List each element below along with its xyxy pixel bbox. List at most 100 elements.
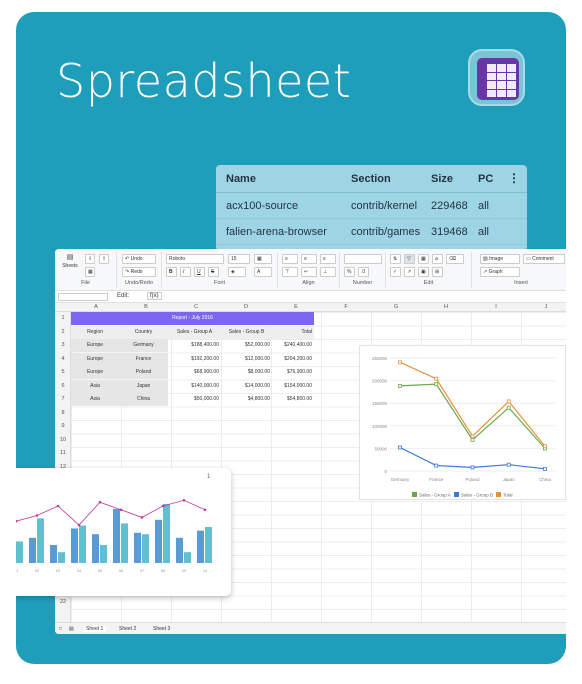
- formula-input[interactable]: [167, 293, 562, 301]
- row-header-12[interactable]: 12: [59, 463, 67, 470]
- table-cell[interactable]: $12,000.00: [244, 355, 270, 362]
- header-cell[interactable]: Sales - Group A: [168, 325, 221, 339]
- table-cell[interactable]: $14,000.00: [244, 382, 270, 389]
- report-title-cell[interactable]: Report - July 2016: [71, 312, 314, 325]
- table-cell[interactable]: $50,000.00: [193, 396, 219, 402]
- add-sheet-icon[interactable]: □: [59, 626, 63, 632]
- underline-button[interactable]: U: [194, 267, 205, 277]
- font-family-select[interactable]: Roboto: [166, 254, 224, 264]
- col-pc[interactable]: PC: [478, 172, 494, 185]
- table-cell[interactable]: Asia: [71, 379, 119, 393]
- column-header-E[interactable]: E: [294, 304, 298, 310]
- bar-chart-card[interactable]: 101020304050607080910: [16, 468, 231, 596]
- table-cell[interactable]: $204,200.00: [284, 355, 312, 362]
- spreadsheet-app-icon[interactable]: [468, 49, 525, 106]
- row-header-9[interactable]: 9: [61, 423, 65, 429]
- column-header-B[interactable]: B: [144, 304, 148, 310]
- column-header-F[interactable]: F: [344, 304, 348, 310]
- table-cell[interactable]: $192,200.00: [191, 355, 219, 362]
- link-icon[interactable]: ⌀: [432, 254, 443, 264]
- column-header-H[interactable]: H: [444, 304, 448, 310]
- row-header-4[interactable]: 4: [61, 355, 65, 362]
- table-cell[interactable]: $76,900.00: [286, 369, 312, 375]
- row-header-11[interactable]: 11: [60, 450, 66, 456]
- align-right-icon[interactable]: ≡: [320, 254, 336, 264]
- validation-icon[interactable]: ✓: [390, 267, 401, 277]
- col-size[interactable]: Size: [431, 172, 454, 185]
- more-options-icon[interactable]: ⋮: [508, 171, 520, 185]
- row-header-3[interactable]: 3: [61, 342, 65, 348]
- table-row[interactable]: falien-arena-browser contrib/games 31946…: [216, 219, 527, 245]
- column-header-G[interactable]: G: [393, 304, 399, 310]
- table-cell[interactable]: $4,800.00: [247, 396, 270, 402]
- header-cell[interactable]: Sales - Group B: [221, 325, 272, 339]
- table-cell[interactable]: $8,000.00: [247, 369, 270, 375]
- table-cell[interactable]: Germany: [119, 339, 168, 352]
- table-row[interactable]: acx100-source contrib/kernel 229468 all: [216, 193, 527, 219]
- row-header-6[interactable]: 6: [61, 382, 65, 389]
- undo-button[interactable]: ↶ Undo: [122, 254, 156, 264]
- spreadsheet-card[interactable]: Spreadsheet Name Section Size PC ⋮ acx10…: [16, 12, 566, 664]
- align-center-icon[interactable]: ≡: [301, 254, 317, 264]
- table-cell[interactable]: China: [119, 393, 168, 406]
- print-icon[interactable]: ▦: [85, 267, 95, 277]
- sheet-menu-icon[interactable]: ▤: [69, 626, 74, 632]
- import-icon[interactable]: ⇩: [85, 254, 95, 264]
- header-cell[interactable]: Country: [119, 325, 168, 339]
- italic-button[interactable]: I: [180, 267, 191, 277]
- table-cell[interactable]: Europe: [71, 352, 119, 366]
- clear-icon[interactable]: ⌫: [446, 254, 464, 264]
- column-header-A[interactable]: A: [94, 304, 98, 310]
- strike-button[interactable]: S: [208, 267, 219, 277]
- header-cell[interactable]: Region: [71, 325, 119, 339]
- freeze-icon[interactable]: ▦: [418, 254, 429, 264]
- table-cell[interactable]: France: [119, 352, 168, 366]
- align-left-icon[interactable]: ≡: [282, 254, 298, 264]
- number-format-select[interactable]: [344, 254, 382, 264]
- insert-comment-button[interactable]: ▭ Comment: [523, 254, 565, 264]
- table-cell[interactable]: $68,900.00: [193, 369, 219, 375]
- sheets-button[interactable]: ▤Sheets: [58, 254, 80, 272]
- row-header-8[interactable]: 8: [61, 409, 65, 416]
- table-cell[interactable]: Asia: [71, 393, 119, 406]
- redo-button[interactable]: ↷ Redo: [122, 267, 156, 277]
- column-header-J[interactable]: J: [544, 304, 548, 310]
- header-cell[interactable]: Total: [272, 325, 314, 339]
- fx-button[interactable]: f(x): [147, 292, 162, 300]
- table-cell[interactable]: Europe: [71, 366, 119, 379]
- lock-icon[interactable]: ▣: [418, 267, 429, 277]
- tab-sheet-1[interactable]: Sheet 1: [83, 626, 107, 632]
- insert-graph-button[interactable]: ↗ Graph: [480, 267, 520, 277]
- table-cell[interactable]: $52,000.00: [244, 342, 270, 348]
- table-cell[interactable]: $140,000.00: [191, 382, 219, 389]
- borders-icon[interactable]: ▦: [254, 254, 272, 264]
- sort-icon[interactable]: ⇅: [390, 254, 401, 264]
- row-header-7[interactable]: 7: [61, 396, 65, 402]
- column-header-C[interactable]: C: [194, 304, 198, 310]
- row-header-5[interactable]: 5: [61, 369, 65, 375]
- percent-icon[interactable]: %: [344, 267, 355, 277]
- bold-button[interactable]: B: [166, 267, 177, 277]
- column-header-D[interactable]: D: [244, 304, 248, 310]
- col-name[interactable]: Name: [226, 172, 256, 185]
- table-cell[interactable]: $188,400.00: [191, 342, 219, 348]
- merge-icon[interactable]: ⊞: [432, 267, 443, 277]
- valign-top-icon[interactable]: ⊤: [282, 267, 298, 277]
- table-cell[interactable]: Europe: [71, 339, 119, 352]
- tab-sheet-3[interactable]: Sheet 3: [153, 626, 171, 632]
- column-header-I[interactable]: I: [495, 304, 497, 310]
- table-cell[interactable]: $154,000.00: [284, 382, 312, 389]
- font-size-select[interactable]: 15: [228, 254, 250, 264]
- text-color-icon[interactable]: A: [254, 267, 272, 277]
- cell-name-box[interactable]: [58, 293, 108, 301]
- wrap-text-icon[interactable]: ↵: [301, 267, 317, 277]
- filter-icon[interactable]: ▽: [404, 254, 415, 264]
- col-section[interactable]: Section: [351, 172, 391, 185]
- valign-bottom-icon[interactable]: ⊥: [320, 267, 336, 277]
- insert-image-button[interactable]: ▧ Image: [480, 254, 520, 264]
- table-cell[interactable]: $54,800.00: [286, 396, 312, 402]
- resize-icon[interactable]: ↗: [404, 267, 415, 277]
- decimal-icon[interactable]: .0: [358, 267, 369, 277]
- tab-sheet-2[interactable]: Sheet 2: [119, 626, 137, 632]
- table-cell[interactable]: $240,400.00: [284, 342, 312, 348]
